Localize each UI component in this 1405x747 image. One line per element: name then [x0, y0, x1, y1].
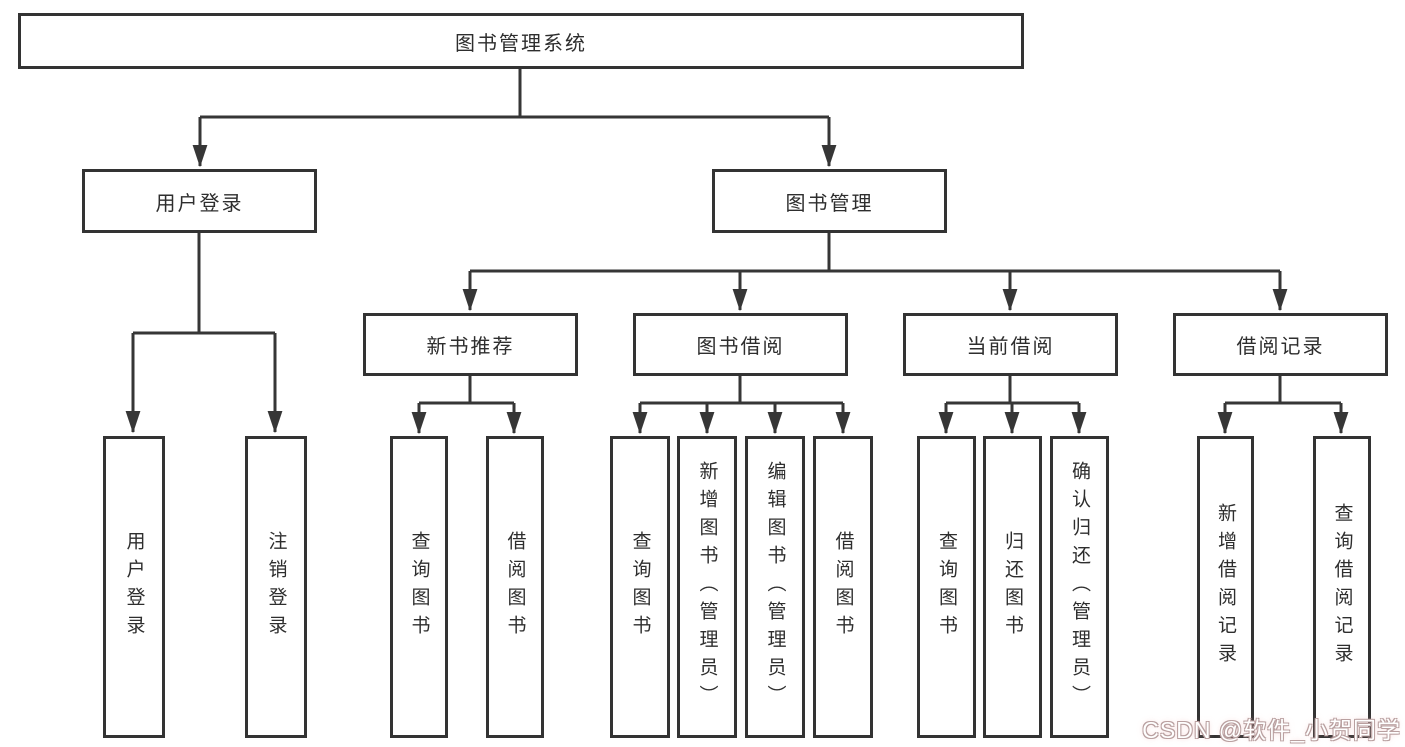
node-book-borrow: 图书借阅: [633, 313, 848, 376]
node-current-borrow-label: 当前借阅: [966, 336, 1055, 358]
node-book-management-label: 图书管理: [785, 192, 874, 215]
node-logout: 注销登录: [245, 436, 307, 738]
node-new-book-recommend-label: 新书推荐: [426, 336, 515, 358]
node-root: 图书管理系统: [18, 13, 1024, 69]
connector-root-trunk: [200, 68, 829, 119]
node-query-borrow-record: 查询借阅记录: [1313, 436, 1371, 738]
node-query-books-borrow-label: 查询图书: [629, 531, 651, 643]
node-query-books-current: 查询图书: [917, 436, 976, 738]
node-return-books: 归还图书: [983, 436, 1042, 738]
node-borrow-books-borrow: 借阅图书: [813, 436, 873, 738]
connector-user-login-trunk: [133, 233, 275, 335]
node-current-borrow: 当前借阅: [903, 313, 1118, 376]
node-borrow-books-recommend-label: 借阅图书: [504, 531, 526, 643]
node-borrow-books-borrow-label: 借阅图书: [832, 531, 854, 643]
node-confirm-return-admin-label: 确认归还（管理员）: [1069, 461, 1090, 713]
connector-book-borrow-trunk: [640, 376, 843, 405]
node-edit-book-admin-label: 编辑图书（管理员）: [764, 461, 786, 713]
node-confirm-return-admin: 确认归还（管理员）: [1050, 436, 1109, 738]
node-query-books-recommend-label: 查询图书: [408, 531, 430, 643]
node-add-book-admin-label: 新增图书（管理员）: [696, 461, 718, 713]
connector-new-book-trunk: [419, 376, 514, 405]
node-user-login-branch-label: 用户登录: [155, 192, 244, 215]
connector-borrow-records-trunk: [1225, 376, 1341, 405]
node-user-login: 用户登录: [103, 436, 165, 738]
node-borrow-records-label: 借阅记录: [1236, 336, 1325, 358]
node-user-login-label: 用户登录: [123, 531, 145, 643]
node-borrow-books-recommend: 借阅图书: [486, 436, 544, 738]
node-query-borrow-record-label: 查询借阅记录: [1331, 503, 1353, 671]
node-book-borrow-label: 图书借阅: [696, 336, 785, 358]
node-query-books-borrow: 查询图书: [610, 436, 670, 738]
node-new-book-recommend: 新书推荐: [363, 313, 578, 376]
node-root-label: 图书管理系统: [455, 32, 587, 55]
node-query-books-recommend: 查询图书: [390, 436, 448, 738]
node-query-books-current-label: 查询图书: [936, 531, 957, 643]
node-logout-label: 注销登录: [265, 531, 287, 643]
node-borrow-records: 借阅记录: [1173, 313, 1388, 376]
node-add-borrow-record: 新增借阅记录: [1197, 436, 1254, 738]
watermark-text: CSDN @软件_小贺同学: [1142, 717, 1401, 743]
node-book-management: 图书管理: [712, 169, 947, 233]
node-add-borrow-record-label: 新增借阅记录: [1215, 503, 1236, 671]
node-edit-book-admin: 编辑图书（管理员）: [745, 436, 805, 738]
connector-book-management-trunk: [470, 233, 1280, 273]
node-user-login-branch: 用户登录: [82, 169, 317, 233]
node-add-book-admin: 新增图书（管理员）: [677, 436, 737, 738]
node-return-books-label: 归还图书: [1002, 531, 1023, 643]
connector-current-borrow-trunk: [946, 376, 1079, 405]
